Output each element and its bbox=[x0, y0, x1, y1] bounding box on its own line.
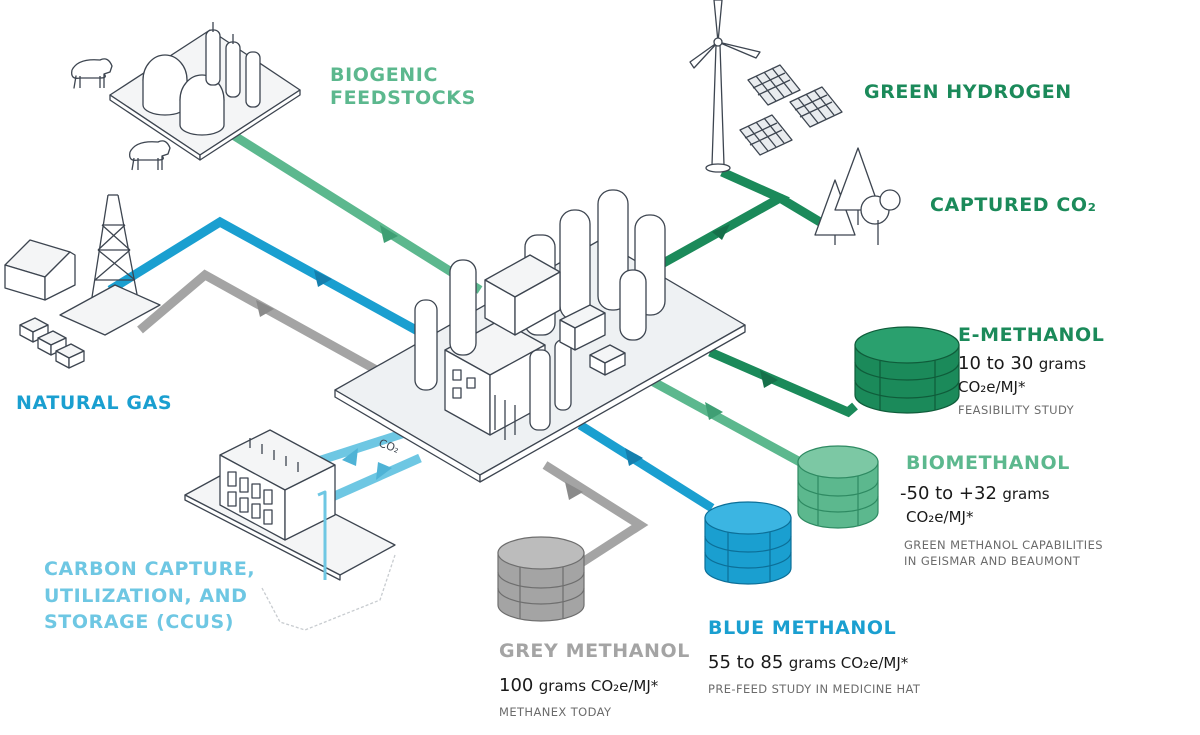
blue-methanol-unit: grams CO₂e/MJ* bbox=[788, 653, 909, 672]
flow-arrow-icon bbox=[705, 402, 723, 420]
flow-arrow-icon bbox=[256, 300, 274, 317]
digester-icon bbox=[109, 22, 301, 161]
biomethanol-unit: grams bbox=[1002, 484, 1050, 503]
flow-arrow-icon bbox=[380, 225, 398, 243]
grey-methanol-value-line: 100 grams CO₂e/MJ* bbox=[499, 675, 690, 697]
e-methanol-name: E-METHANOL bbox=[958, 324, 1105, 346]
ccus-pipeline-lower bbox=[328, 453, 422, 503]
methanol-plant-icon bbox=[334, 189, 746, 483]
blue-methanol-name: BLUE METHANOL bbox=[708, 617, 897, 639]
solar-panel-icon bbox=[739, 64, 843, 156]
house-icon bbox=[4, 239, 76, 301]
blue-methanol-pipeline bbox=[577, 421, 715, 512]
blue-methanol-value-line: 55 to 85 grams CO₂e/MJ* bbox=[708, 652, 920, 674]
flow-arrow-icon bbox=[565, 482, 583, 500]
e-methanol-block: E-METHANOL 10 to 30 grams CO₂e/MJ* FEASI… bbox=[958, 324, 1104, 418]
grey-methanol-block: GREY METHANOL 100 grams CO₂e/MJ* METHANE… bbox=[499, 640, 690, 720]
green-hydrogen-pipeline bbox=[657, 167, 791, 269]
blue-methanol-value: 55 to 85 bbox=[708, 651, 784, 673]
captured-co2-label: CAPTURED CO₂ bbox=[930, 194, 1097, 216]
biogenic-feedstocks-label: BIOGENIC FEEDSTOCKS bbox=[330, 64, 476, 110]
flow-arrow-icon bbox=[314, 270, 332, 287]
ccus-label: CARBON CAPTURE, UTILIZATION, AND STORAGE… bbox=[44, 556, 255, 636]
flow-arrow-icon bbox=[342, 448, 358, 466]
grey-methanol-unit: grams CO₂e/MJ* bbox=[538, 676, 659, 695]
e-methanol-value: 10 to 30 bbox=[958, 352, 1034, 374]
biomethanol-pipeline bbox=[647, 376, 803, 466]
grey-methanol-value: 100 bbox=[499, 674, 534, 696]
blue-methanol-note: PRE-FEED STUDY IN MEDICINE HAT bbox=[708, 682, 921, 697]
flow-arrow-icon bbox=[625, 448, 643, 466]
biomethanol-name: BIOMETHANOL bbox=[906, 452, 1070, 474]
cow-icon bbox=[129, 140, 171, 171]
grey-methanol-name: GREY METHANOL bbox=[499, 640, 690, 662]
blue-methanol-block: BLUE METHANOL 55 to 85 grams CO₂e/MJ* PR… bbox=[708, 617, 920, 697]
grey-input-pipeline bbox=[137, 269, 383, 376]
storage-tank-icon bbox=[497, 536, 585, 622]
cow-icon bbox=[71, 58, 113, 89]
biomethanol-block: BIOMETHANOL -50 to +32 grams CO₂e/MJ* GR… bbox=[900, 452, 1103, 569]
natural-gas-label: NATURAL GAS bbox=[16, 392, 173, 414]
biomethanol-note: GREEN METHANOL CAPABILITIES IN GEISMAR A… bbox=[904, 538, 1103, 569]
flow-arrows bbox=[256, 224, 778, 500]
ccus-pipeline-upper bbox=[313, 427, 410, 467]
grey-methanol-pipeline bbox=[542, 461, 649, 569]
flow-arrow-icon bbox=[376, 462, 392, 480]
biomethanol-unit2: CO₂e/MJ* bbox=[906, 508, 974, 527]
storage-tank-icon bbox=[704, 501, 792, 585]
flow-arrow-icon bbox=[760, 370, 778, 388]
storage-crates bbox=[19, 317, 85, 369]
biomethanol-note-line2: IN GEISMAR AND BEAUMONT bbox=[904, 553, 1081, 568]
biomethanol-note-line1: GREEN METHANOL CAPABILITIES bbox=[904, 538, 1103, 553]
wind-turbine-icon bbox=[689, 0, 761, 173]
ccus-line3: STORAGE (CCUS) bbox=[44, 611, 235, 634]
e-methanol-pipeline bbox=[708, 347, 858, 418]
natural-gas-pipeline bbox=[107, 216, 428, 339]
storage-tank-icon bbox=[854, 326, 960, 414]
tree-icon bbox=[814, 147, 901, 245]
captured-co2-pipeline bbox=[777, 194, 823, 226]
biogenic-line2: FEEDSTOCKS bbox=[330, 86, 476, 109]
green-hydrogen-label: GREEN HYDROGEN bbox=[864, 81, 1072, 103]
e-methanol-unit2: CO₂e/MJ* bbox=[958, 378, 1026, 397]
grey-methanol-note: METHANEX TODAY bbox=[499, 705, 612, 720]
ccus-line2: UTILIZATION, AND bbox=[44, 584, 248, 607]
biomethanol-value-line: -50 to +32 grams bbox=[900, 483, 1103, 505]
biogenic-pipeline bbox=[222, 126, 483, 294]
drilling-rig-icon bbox=[59, 194, 161, 336]
biogenic-line1: BIOGENIC bbox=[330, 64, 438, 86]
e-methanol-unit: grams bbox=[1038, 354, 1087, 373]
ccus-line1: CARBON CAPTURE, bbox=[44, 558, 256, 580]
e-methanol-value-line: 10 to 30 grams bbox=[958, 353, 1104, 375]
e-methanol-note: FEASIBILITY STUDY bbox=[958, 403, 1075, 418]
pipelines bbox=[107, 126, 858, 569]
biomethanol-value: -50 to +32 bbox=[900, 482, 997, 504]
capture-facility-icon bbox=[184, 429, 396, 631]
flow-arrow-icon bbox=[712, 224, 730, 240]
storage-tank-icon bbox=[797, 445, 879, 529]
